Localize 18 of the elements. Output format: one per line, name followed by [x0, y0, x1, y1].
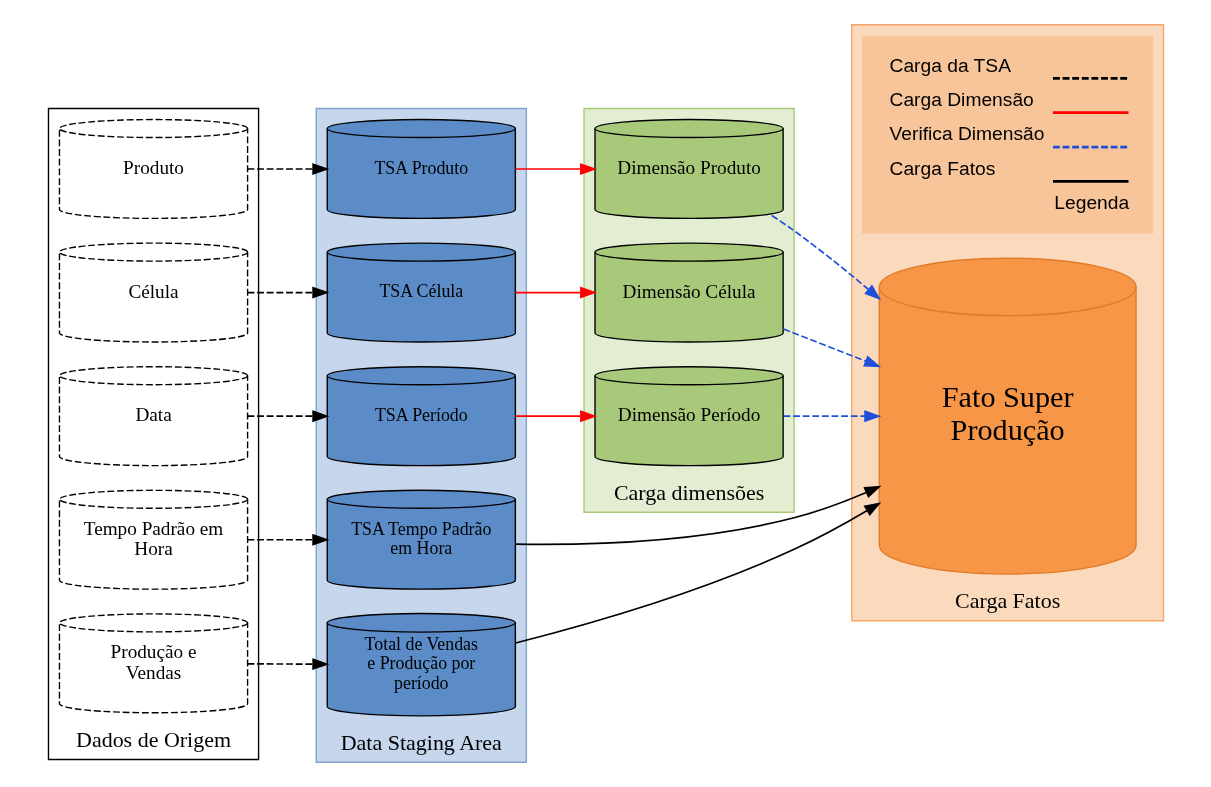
arrow [514, 163, 597, 175]
arrow [246, 163, 329, 175]
legend-label: Carga Fatos [889, 157, 995, 179]
arrow [782, 328, 881, 368]
arrow [246, 658, 329, 671]
arrow [514, 410, 597, 423]
arrow [782, 410, 881, 423]
legend-label: Carga da TSA [889, 54, 1011, 76]
legend-label: Verifica Dimensão [889, 123, 1044, 145]
arrow [514, 286, 597, 299]
arrow [770, 214, 881, 301]
label: Legenda [1053, 192, 1129, 214]
arrow [246, 286, 329, 299]
arrow [514, 502, 881, 644]
arrow [246, 533, 329, 546]
legend-label: Carga Dimensão [889, 89, 1034, 111]
arrow [246, 410, 329, 423]
arrow [514, 485, 881, 546]
